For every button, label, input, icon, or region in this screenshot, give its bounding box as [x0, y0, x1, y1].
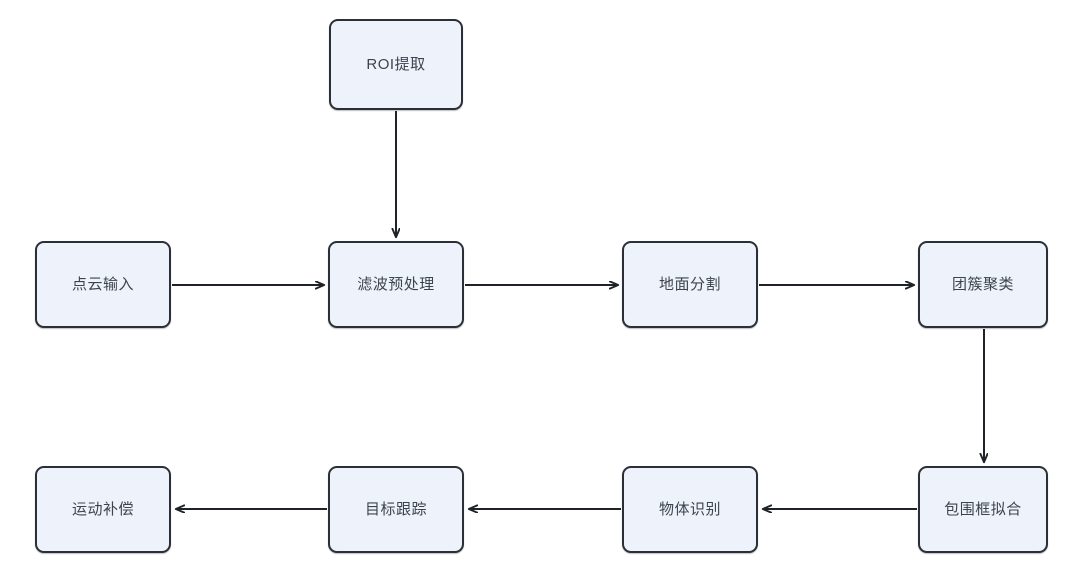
node-bounding-box-fitting-label: 包围框拟合 — [944, 501, 1022, 518]
node-point-cloud-input-label: 点云输入 — [71, 276, 134, 293]
node-roi-label: ROI提取 — [366, 56, 426, 73]
node-target-tracking[interactable]: 目标跟踪 — [328, 466, 464, 553]
node-object-recognition-label: 物体识别 — [658, 501, 721, 518]
node-ground-segmentation-label: 地面分割 — [658, 276, 721, 293]
node-roi[interactable]: ROI提取 — [329, 19, 463, 110]
node-motion-compensation-label: 运动补偿 — [71, 501, 134, 518]
node-ground-segmentation[interactable]: 地面分割 — [622, 241, 758, 328]
node-cluster-clustering-label: 团簇聚类 — [951, 276, 1014, 293]
node-object-recognition[interactable]: 物体识别 — [622, 466, 758, 553]
node-target-tracking-label: 目标跟踪 — [364, 501, 427, 518]
node-motion-compensation[interactable]: 运动补偿 — [35, 466, 171, 553]
node-cluster-clustering[interactable]: 团簇聚类 — [918, 241, 1048, 328]
node-filter-preprocess-label: 滤波预处理 — [357, 276, 435, 293]
node-point-cloud-input[interactable]: 点云输入 — [35, 241, 171, 328]
node-bounding-box-fitting[interactable]: 包围框拟合 — [918, 466, 1048, 553]
node-filter-preprocess[interactable]: 滤波预处理 — [328, 241, 464, 328]
